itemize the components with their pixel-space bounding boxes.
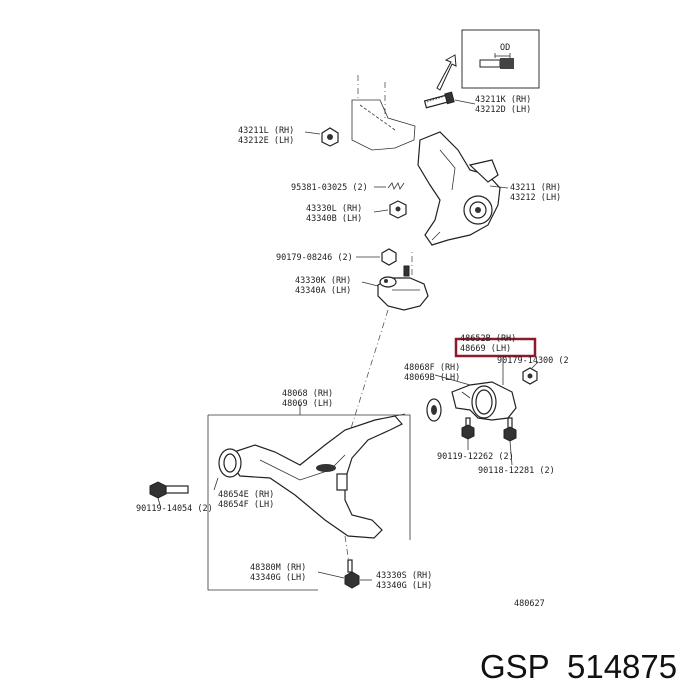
ball-joint [377, 265, 429, 311]
od-inset: OD [461, 29, 540, 89]
label-90119-14054: 90119-14054 (2) [136, 504, 213, 514]
label-43330k: 43330K (RH) [295, 276, 351, 286]
label-43211: 43211 (RH) [510, 183, 561, 193]
label-90119-12262: 90119-12262 (2) [437, 452, 514, 462]
direction-arrow-icon [436, 54, 457, 91]
cotter-pin-icon [387, 182, 405, 190]
lower-control-arm [218, 413, 406, 539]
label-43340g-left: 43340G (LH) [250, 573, 306, 583]
label-43330s: 43330S (RH) [376, 571, 432, 581]
label-43340a: 43340A (LH) [295, 286, 351, 296]
label-43212e: 43212E (LH) [238, 136, 294, 146]
label-48669: 48669 (LH) [460, 344, 511, 354]
label-48068: 48068 (RH) [282, 389, 333, 399]
label-48069b: 48069B (LH) [404, 373, 460, 383]
brand-name: GSP [480, 648, 550, 685]
label-90118-12281: 90118-12281 (2) [478, 466, 555, 476]
small-nut-icon [381, 248, 397, 266]
nut-right-icon [522, 367, 538, 385]
long-bolt-icon [149, 481, 189, 499]
upper-bolt-icon [423, 91, 455, 109]
steering-knuckle [417, 131, 501, 246]
label-48654e: 48654E (RH) [218, 490, 274, 500]
label-48380m: 48380M (RH) [250, 563, 306, 573]
label-43211k: 43211K (RH) [475, 95, 531, 105]
label-43211l: 43211L (RH) [238, 126, 294, 136]
label-48654f: 48654F (LH) [218, 500, 274, 510]
label-90179-08246: 90179-08246 (2) [276, 253, 353, 263]
label-95381: 95381-03025 (2) [291, 183, 368, 193]
label-od: OD [500, 43, 510, 53]
nut-icon [321, 127, 339, 147]
highlight-box [454, 337, 537, 358]
bolt-lower-left-icon [461, 417, 475, 440]
diagram-code: 480627 [514, 599, 545, 609]
bolt-lower-right-icon [503, 417, 517, 442]
label-48068f: 48068F (RH) [404, 363, 460, 373]
label-48652b: 48652B (RH) [460, 334, 516, 344]
label-43330l: 43330L (RH) [306, 204, 362, 214]
castle-nut-icon [389, 200, 407, 219]
label-43212: 43212 (LH) [510, 193, 561, 203]
washer-icon [426, 398, 442, 422]
label-43212d: 43212D (LH) [475, 105, 531, 115]
label-43340b: 43340B (LH) [306, 214, 362, 224]
part-number: 514875 [567, 648, 677, 685]
label-43340g-right: 43340G (LH) [376, 581, 432, 591]
label-48069: 48069 (LH) [282, 399, 333, 409]
label-90179-14300: 90179-14300 (2 [497, 356, 569, 366]
rear-bushing [451, 381, 517, 421]
bottom-nut-icon [344, 559, 360, 589]
